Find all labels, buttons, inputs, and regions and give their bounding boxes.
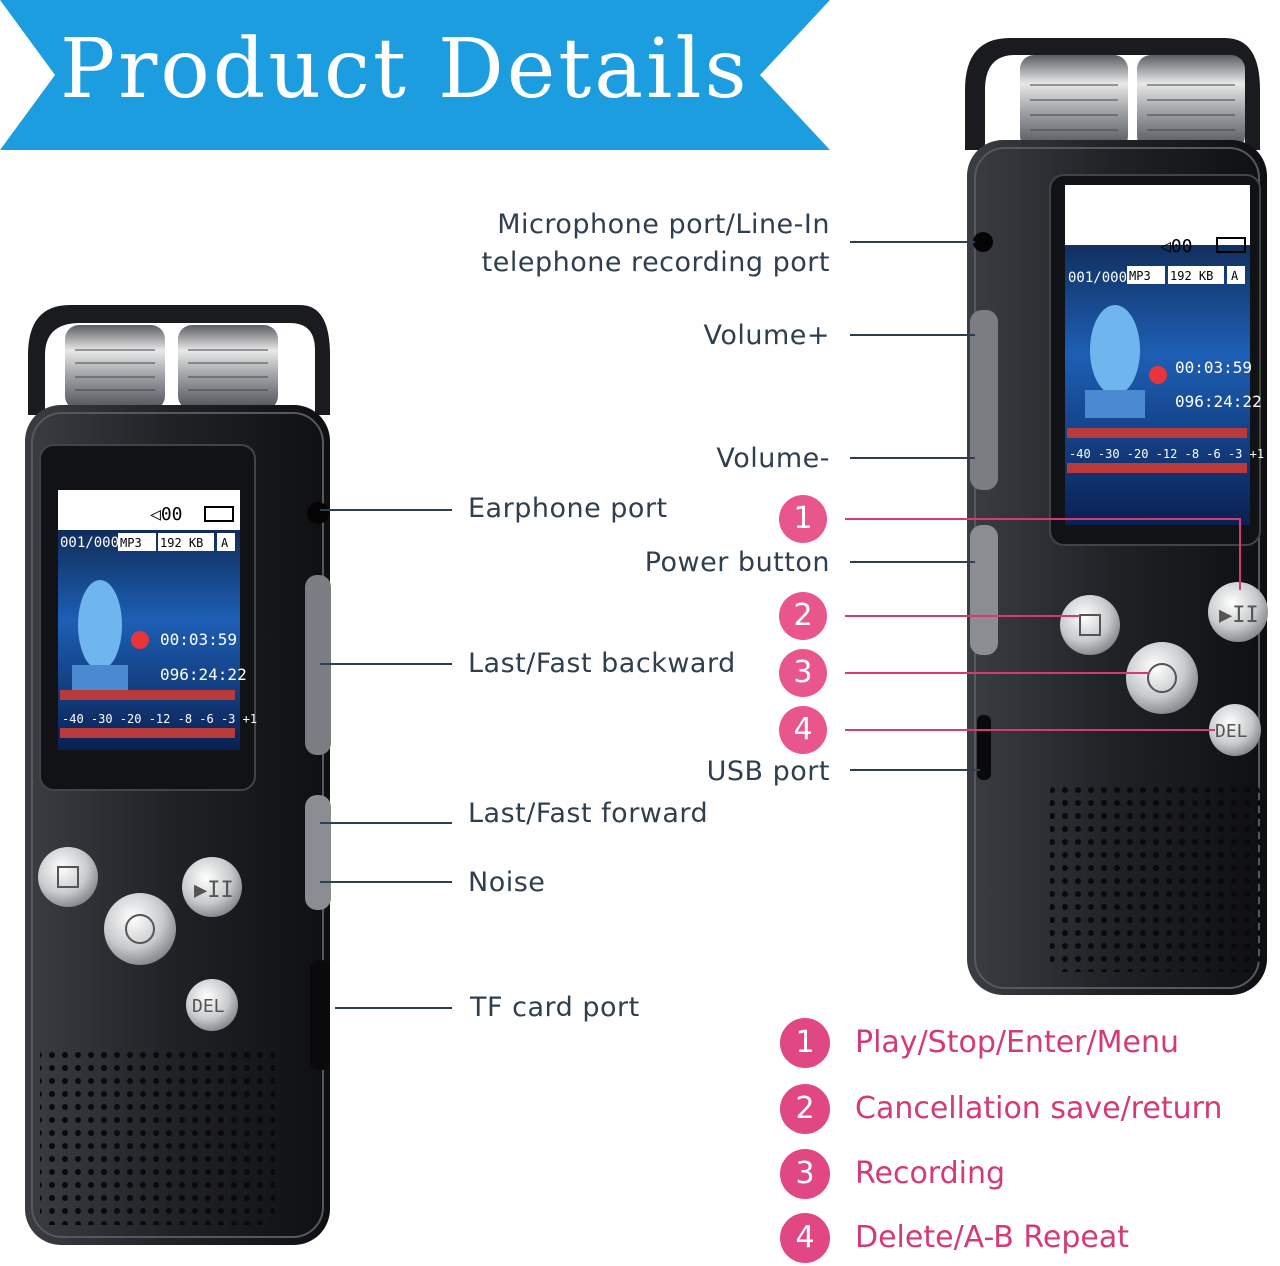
svg-text:001/000: 001/000 — [1068, 270, 1127, 286]
legend-num-2: 2 — [780, 1084, 830, 1134]
badge-4: 4 — [779, 706, 827, 754]
legend-text-delete: Delete/A-B Repeat — [855, 1220, 1130, 1255]
badge-3: 3 — [779, 649, 827, 697]
legend-num-3: 3 — [780, 1149, 830, 1199]
legend-num-4: 4 — [780, 1213, 830, 1263]
callout-volume-minus: Volume- — [716, 443, 830, 474]
svg-text:▶II: ▶II — [1219, 603, 1259, 628]
callout-earphone-port: Earphone port — [468, 493, 668, 524]
svg-text:192 KB: 192 KB — [1170, 269, 1213, 283]
legend-text-recording: Recording — [855, 1156, 1006, 1191]
badge-2: 2 — [779, 592, 827, 640]
legend-text-play-stop: Play/Stop/Enter/Menu — [855, 1025, 1179, 1060]
svg-text:MP3: MP3 — [120, 536, 142, 550]
right-callout-lines — [845, 241, 1241, 771]
svg-text:-40 -30 -20 -12 -8 -6 -3 +1: -40 -30 -20 -12 -8 -6 -3 +1 — [1069, 447, 1264, 461]
svg-text:192 KB: 192 KB — [160, 536, 203, 550]
callout-microphone-port: Microphone port/Line-In — [497, 209, 830, 240]
badge-1: 1 — [779, 495, 827, 543]
svg-text:▶II: ▶II — [194, 878, 234, 903]
svg-text:00:03:59: 00:03:59 — [1175, 358, 1252, 377]
svg-text:DEL: DEL — [192, 996, 225, 1017]
product-details-banner — [0, 0, 830, 150]
svg-text:096:24:22: 096:24:22 — [1175, 392, 1262, 411]
svg-text:001/000: 001/000 — [60, 535, 119, 551]
callout-noise: Noise — [468, 867, 546, 898]
callout-last-fast-forward: Last/Fast forward — [468, 798, 709, 829]
svg-text:-40 -30 -20 -12 -8 -6 -3 +1: -40 -30 -20 -12 -8 -6 -3 +1 — [62, 712, 257, 726]
svg-text:096:24:22: 096:24:22 — [160, 665, 247, 684]
left-callout-lines — [320, 509, 452, 1009]
left-recorder-device: 001/000 MP3 192 KB A ◁00 00:03:59 096:24… — [25, 305, 331, 1245]
svg-text:◁00: ◁00 — [150, 504, 183, 525]
svg-text:A: A — [221, 536, 229, 550]
legend-text-cancellation: Cancellation save/return — [855, 1091, 1223, 1126]
legend-num-1: 1 — [780, 1018, 830, 1068]
right-recorder-device: ◁00 001/000 MP3 192 KB A 00:03:59 096:24… — [965, 38, 1268, 995]
callout-last-fast-backward: Last/Fast backward — [468, 648, 736, 679]
svg-text:A: A — [1231, 269, 1239, 283]
callout-power-button: Power button — [644, 547, 830, 578]
page-title: Product Details — [60, 22, 750, 117]
svg-text:00:03:59: 00:03:59 — [160, 630, 237, 649]
callout-usb-port: USB port — [706, 756, 830, 787]
callout-telephone-recording-port: telephone recording port — [481, 247, 830, 278]
svg-text:◁00: ◁00 — [1160, 236, 1193, 257]
svg-text:DEL: DEL — [1215, 721, 1248, 742]
callout-volume-plus: Volume+ — [703, 320, 830, 351]
callout-tf-card-port: TF card port — [470, 992, 640, 1023]
svg-text:MP3: MP3 — [1129, 269, 1151, 283]
